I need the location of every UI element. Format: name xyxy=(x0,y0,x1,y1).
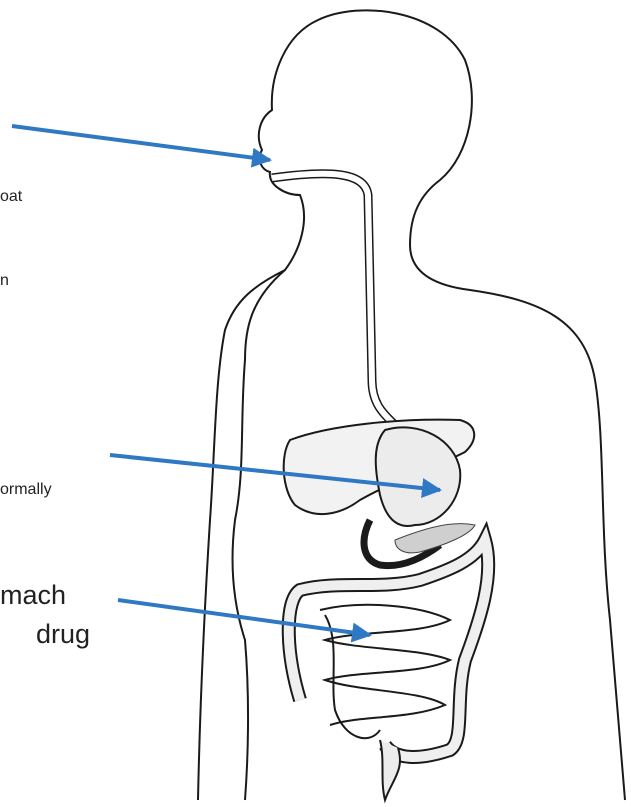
label-fragment-n: n xyxy=(0,272,9,290)
small-intestine xyxy=(320,605,450,738)
label-fragment-normally: ormally xyxy=(0,481,52,499)
arrow-to-mouth xyxy=(12,126,270,160)
label-fragment-stomach: mach xyxy=(0,580,66,611)
esophagus xyxy=(272,174,395,425)
label-fragment-throat: oat xyxy=(0,188,22,206)
left-arm-outline xyxy=(198,270,285,800)
arrow-to-small-intestine xyxy=(118,600,370,635)
rectum xyxy=(380,740,400,800)
label-fragment-drug: drug xyxy=(36,619,90,650)
